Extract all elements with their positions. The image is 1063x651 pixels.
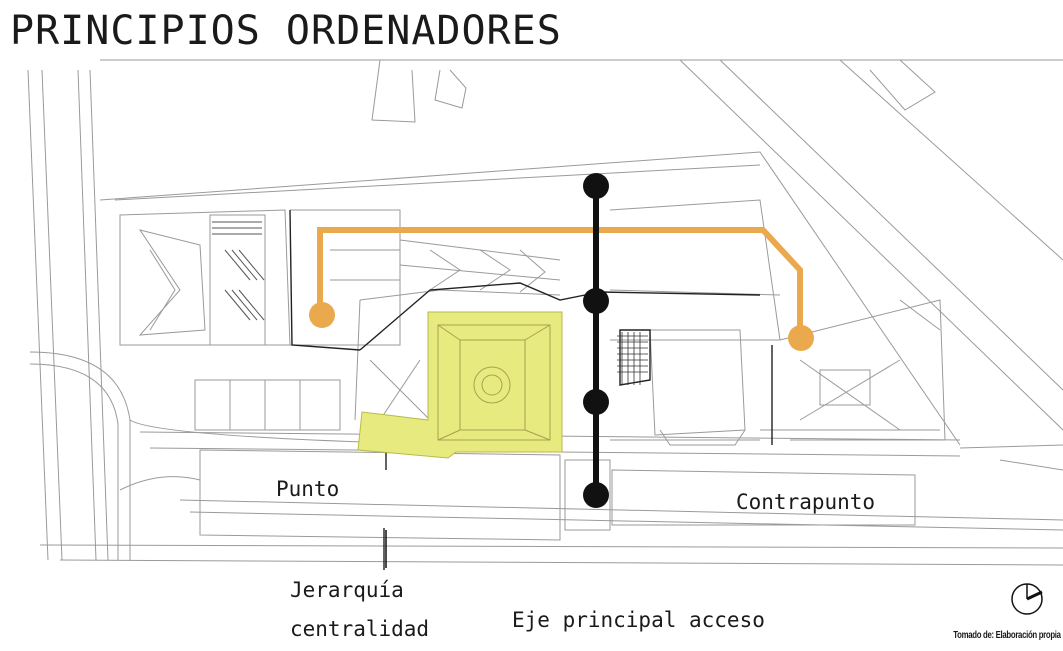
contrapunto-node (788, 325, 814, 351)
punto-node (309, 302, 335, 328)
label-punto: Punto (276, 477, 340, 501)
north-arrow-icon (1008, 580, 1046, 622)
plan-linework (27, 59, 1063, 566)
axis-node-2 (583, 288, 609, 314)
hatched-block (617, 332, 648, 385)
label-contrapunto: Contrapunto (736, 490, 876, 514)
axis-node-3 (583, 389, 609, 415)
stair-stripes (212, 221, 265, 321)
label-eje-principal: Eje principal acceso (512, 608, 765, 632)
page-title: PRINCIPIOS ORDENADORES (10, 8, 562, 54)
source-credit: Tomado de: Elaboración propia (953, 630, 1062, 641)
axis-node-1 (583, 173, 609, 199)
highlight-detail (437, 324, 551, 441)
label-centralidad: centralidad (290, 617, 430, 641)
plan-dark-lines (289, 209, 773, 570)
axis-node-4 (583, 482, 609, 508)
orange-route (317, 227, 803, 337)
label-jerarquia: Jerarquía (290, 578, 404, 602)
